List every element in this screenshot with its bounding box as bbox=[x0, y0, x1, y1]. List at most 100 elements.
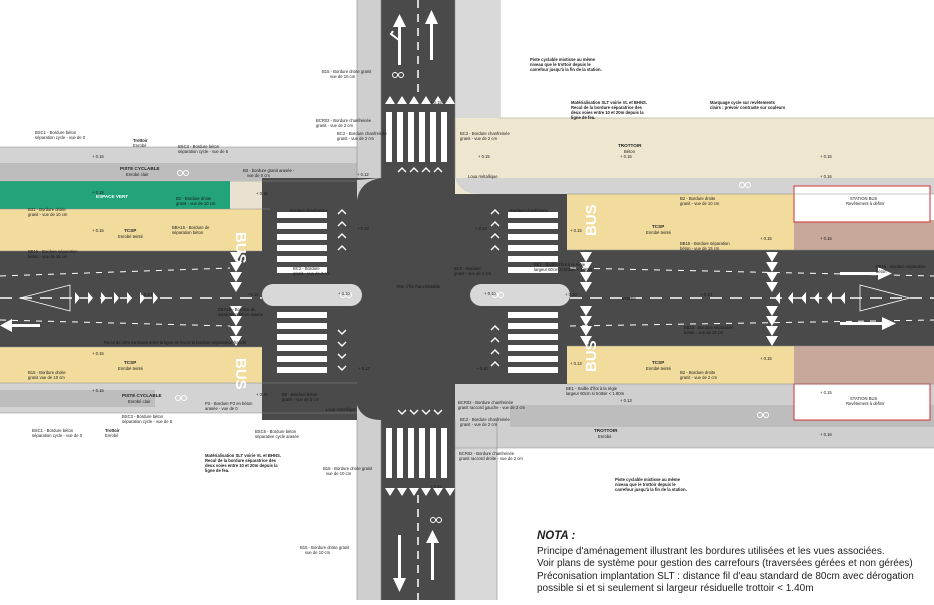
svg-text:Matérialisation SLT voirie VL: Matérialisation SLT voirie VL et BHNS. bbox=[571, 100, 647, 105]
svg-text:BBA15 - Bordure de: BBA15 - Bordure de bbox=[172, 225, 210, 230]
svg-text:+ 0.15: + 0.15 bbox=[760, 356, 772, 361]
note-top-right-3: Marquage cycle sur revêtements clairs : … bbox=[710, 100, 786, 110]
svg-text:granit - vue de 10 cm: granit - vue de 10 cm bbox=[176, 201, 216, 206]
corner-nw bbox=[357, 178, 381, 200]
level-markers: + 0.15 + 0.15 + 0.15 + 0.13 + 0.15 + 0.1… bbox=[92, 100, 832, 489]
road-north-curb-right bbox=[455, 0, 500, 118]
svg-text:+ 0.15: + 0.15 bbox=[92, 154, 104, 159]
note-bot-right-1: Piste cyclable mixtisse au même niveau q… bbox=[615, 477, 687, 492]
svg-text:BSC1 - Bordure béton: BSC1 - Bordure béton bbox=[32, 428, 74, 433]
nota-box: NOTA : Principe d'aménagement illustrant… bbox=[537, 530, 929, 595]
crosswalk-north bbox=[386, 112, 447, 162]
road-south-curb-left bbox=[357, 420, 381, 600]
svg-text:+ 0.10: + 0.10 bbox=[476, 366, 488, 371]
cycle-chevrons-south bbox=[397, 409, 443, 415]
bus-lane-right-top bbox=[567, 194, 794, 250]
svg-text:+ 0.13: + 0.13 bbox=[357, 226, 369, 231]
label-espace-vert: ESPACE VERT bbox=[96, 194, 128, 199]
svg-text:+ 0.10: + 0.10 bbox=[565, 292, 577, 297]
svg-text:B2 - Bordure droite: B2 - Bordure droite bbox=[680, 196, 716, 201]
svg-text:+ 0.15: + 0.15 bbox=[820, 390, 832, 395]
cycle-lane-left-bot bbox=[0, 390, 155, 407]
svg-text:béton - vue de 15 cm: béton - vue de 15 cm bbox=[680, 246, 720, 251]
svg-text:+ 0.10: + 0.10 bbox=[247, 292, 259, 297]
svg-text:BSC3 - Bordure béton: BSC3 - Bordure béton bbox=[178, 144, 220, 149]
label-tcsp-left-bot: TCSP bbox=[124, 360, 136, 365]
station-box-top bbox=[793, 185, 931, 223]
lane-line-west-1 bbox=[0, 267, 231, 277]
bus-mark-left-bot: BUS bbox=[232, 358, 249, 390]
teeth-north bbox=[385, 96, 455, 104]
teeth-south bbox=[385, 488, 455, 496]
teeth-east bbox=[580, 252, 778, 346]
label-tcsp-left-top-sub: Enrobé teinté bbox=[118, 234, 144, 239]
svg-text:P3 - Bordure P3 en béton: P3 - Bordure P3 en béton bbox=[205, 401, 253, 406]
note-bot-left-1: Matérialisation SLT voirie VL et BHNS. R… bbox=[205, 453, 281, 473]
svg-text:carrefour jusqu'à la fin de la: carrefour jusqu'à la fin de la station. bbox=[530, 67, 602, 72]
svg-text:béton: béton bbox=[876, 269, 887, 274]
svg-text:séparation cycle - vue de 0: séparation cycle - vue de 0 bbox=[32, 433, 83, 438]
svg-text:+ 0.15: + 0.15 bbox=[760, 236, 772, 241]
nota-title: NOTA : bbox=[537, 530, 576, 542]
svg-text:arasée - vue de 0: arasée - vue de 0 bbox=[205, 406, 238, 411]
nota-line-4: possible si et si seulement si largeur r… bbox=[537, 582, 814, 594]
cycle-chevrons-north bbox=[397, 167, 443, 173]
label-trottoir-top-sub: Béton bbox=[624, 149, 636, 154]
svg-text:+ 0.15: + 0.15 bbox=[256, 392, 268, 397]
svg-text:B31 - Bordure droite: B31 - Bordure droite bbox=[28, 207, 66, 212]
arrow-east-right bbox=[840, 317, 896, 330]
svg-text:+ 0.15: + 0.15 bbox=[92, 388, 104, 393]
label-station-top-sub: Revêtement à définir bbox=[846, 201, 885, 206]
lane-line-east-2 bbox=[569, 319, 934, 327]
svg-text:+ 0.15: + 0.15 bbox=[478, 154, 490, 159]
svg-text:granit - vue de 10 cm: granit - vue de 10 cm bbox=[28, 212, 68, 217]
svg-text:BB15 - Bordure séparation: BB15 - Bordure séparation bbox=[28, 249, 78, 254]
island-left bbox=[262, 284, 362, 306]
svg-text:séparation cycle - vue de 5: séparation cycle - vue de 5 bbox=[178, 149, 229, 154]
svg-text:B15 - Bordure droite granit: B15 - Bordure droite granit bbox=[300, 545, 350, 550]
nota-line-2: Voir plans de système pour gestion des c… bbox=[537, 558, 913, 570]
road-south-curb-right bbox=[455, 420, 497, 600]
label-trottoir-left-top: Trottoir bbox=[133, 138, 148, 143]
svg-text:granit - vue de 2 cm: granit - vue de 2 cm bbox=[337, 136, 375, 141]
svg-text:BC2 - Bordure: BC2 - Bordure bbox=[454, 266, 481, 271]
svg-text:Recul de la bordure séparatric: Recul de la bordure séparatrice des bbox=[571, 105, 643, 110]
svg-text:ligne de feu.: ligne de feu. bbox=[571, 115, 595, 120]
svg-text:+ 0.16: + 0.16 bbox=[820, 432, 832, 437]
callout-b3-top: B3 - bordure granit arasée -vue de 0 cm bbox=[243, 168, 295, 178]
svg-text:granit - vue de 10 cm: granit - vue de 10 cm bbox=[680, 201, 720, 206]
svg-text:B2 - Bordure droite: B2 - Bordure droite bbox=[680, 370, 716, 375]
svg-text:BSC6 - Bordure béton: BSC6 - Bordure béton bbox=[255, 429, 297, 434]
svg-text:BCR02 - Bordure chanfreinée: BCR02 - Bordure chanfreinée bbox=[458, 400, 514, 405]
island-right bbox=[470, 284, 570, 306]
arrow-south-up bbox=[426, 530, 439, 580]
svg-text:niveau que le trottoir depuis: niveau que le trottoir depuis le bbox=[530, 62, 591, 67]
label-trottoir-bot-sub: Enrobé bbox=[598, 434, 612, 439]
svg-text:séparation cycle - vue de 5: séparation cycle - vue de 5 bbox=[122, 419, 173, 424]
svg-text:vue de 0 cm: vue de 0 cm bbox=[247, 173, 270, 178]
svg-text:granit - vue de 2 cm: granit - vue de 2 cm bbox=[316, 123, 354, 128]
svg-text:granit - vue de 2 cm: granit - vue de 2 cm bbox=[454, 271, 492, 276]
svg-text:granit raccord droite - vue de: granit raccord droite - vue de 2 cm bbox=[459, 456, 523, 461]
svg-text:Piste cyclable mixtisse au mêm: Piste cyclable mixtisse au même bbox=[530, 57, 596, 62]
corner-se bbox=[455, 398, 480, 420]
svg-text:granit raccord gauche - vue de: granit raccord gauche - vue de 2 cm bbox=[458, 405, 526, 410]
